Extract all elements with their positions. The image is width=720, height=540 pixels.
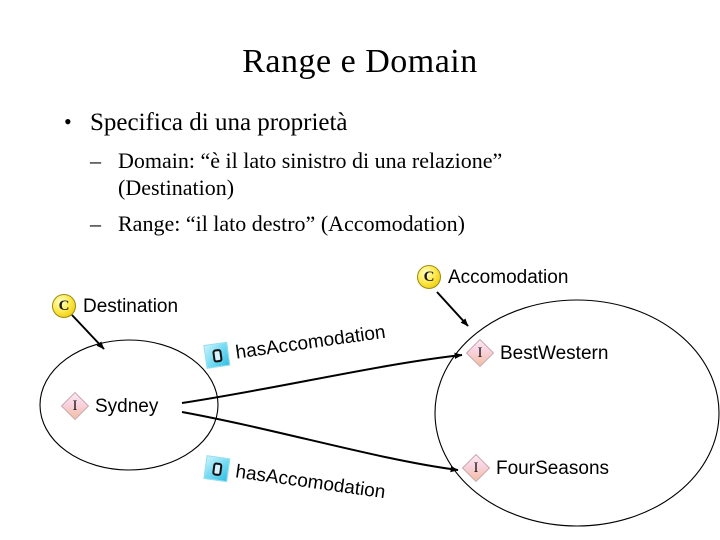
bullet-text-continuation: (Destination) [118,175,235,200]
node-label: hasAccomodation [234,460,387,503]
bullet-item-2: – Domain: “è il lato sinistro di una rel… [56,147,676,201]
node-label: Sydney [95,395,159,417]
node-sydney[interactable]: Sydney [60,391,159,421]
node-label: hasAccomodation [234,321,387,364]
property-icon [203,455,231,483]
bullet-item-3: – Range: “il lato destro” (Accomodation) [56,210,676,237]
range-ellipse [434,299,720,527]
class-icon [417,265,441,289]
node-label: Accomodation [448,266,569,288]
node-label: FourSeasons [496,457,610,479]
node-fourseasons[interactable]: FourSeasons [461,453,610,483]
node-accomodation[interactable]: Accomodation [417,265,568,289]
node-label: Destination [83,295,179,317]
edge-accomodation-to-ellipse [436,291,469,327]
node-property-bottom[interactable]: hasAccomodation [203,455,387,504]
node-label: BestWestern [500,342,609,364]
bullet-marker: • [64,109,72,134]
instance-icon [60,391,90,421]
node-destination[interactable]: Destination [52,294,178,318]
bullet-marker: – [90,148,101,173]
slide-title: Range e Domain [242,43,478,80]
edge-destination-to-ellipse [71,314,105,350]
bullet-list: • Specifica di una proprietà – Domain: “… [56,108,676,237]
instance-icon [465,338,495,368]
node-property-top[interactable]: hasAccomodation [203,320,387,369]
instance-icon [461,453,491,483]
class-icon [52,294,76,318]
property-icon [203,341,231,369]
bullet-text: Domain: “è il lato sinistro di una relaz… [118,148,503,173]
bullet-marker: – [90,211,101,236]
node-bestwestern[interactable]: BestWestern [465,338,609,368]
bullet-text: Range: “il lato destro” (Accomodation) [118,211,465,236]
bullet-text: Specifica di una proprietà [90,109,348,136]
bullet-item-1: • Specifica di una proprietà [56,108,676,138]
